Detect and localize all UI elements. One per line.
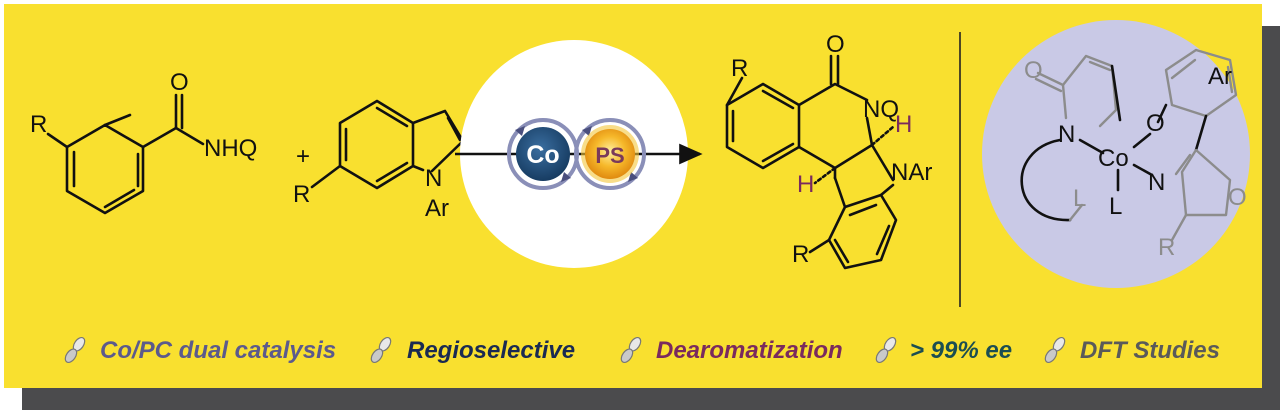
nhq-label: NHQ [204,135,257,162]
complex-ar-label: Ar [1208,63,1232,90]
benzamide-reactant: R O NHQ [30,69,257,215]
p-orbital-icon [62,334,88,366]
n-ar-label: Ar [425,195,449,222]
feature-regioselective: Regioselective [407,337,575,364]
indole-reactant: R N Ar [293,99,465,222]
complex-o2-label: O [1146,110,1165,137]
r-top-label: R [731,55,748,82]
co-catalyst-label: Co [526,141,559,169]
nar-label: NAr [891,159,932,186]
h-stereo-label: H [797,171,814,198]
co-center-label: Co [1098,145,1129,172]
feature-list: Co/PC dual catalysis Regioselective Dear… [62,334,1220,366]
carbonyl-o-label: O [170,69,189,96]
dearomatized-product: R O NQ H H NAr R [725,31,932,270]
complex-n-label: N [1058,121,1075,148]
h-stereo-label: H [895,111,912,138]
p-orbital-icon [618,334,644,366]
feature-dft: DFT Studies [1080,337,1220,364]
product-o-label: O [826,31,845,58]
r-label: R [30,111,47,138]
cobalt-catalyst-icon [516,127,570,181]
plus-sign: + [296,143,310,170]
p-orbital-icon [1042,334,1068,366]
feature-dearomatization: Dearomatization [656,337,843,364]
r-bottom-label: R [792,241,809,268]
oxazoline-o-label: O [1228,184,1247,211]
ps-label: PS [595,143,624,168]
dual-catalysis-badge: Co PS [455,40,703,268]
photosensitizer-sun-icon [585,129,635,179]
r-label: R [293,181,310,208]
p-orbital-icon [368,334,394,366]
ligand-l-label: L [1073,185,1086,212]
feature-ee: > 99% ee [910,337,1012,364]
complex-r-label: R [1158,234,1175,261]
feature-co-pc: Co/PC dual catalysis [100,337,336,364]
cobalt-complex-structure: O N Co Ar O N L L O R [982,20,1250,288]
complex-o-label: O [1024,57,1043,84]
p-orbital-icon [873,334,899,366]
complex-n2-label: N [1148,169,1165,196]
nq-label: NQ [863,96,899,123]
indole-n-label: N [425,165,442,192]
ligand-l-label: L [1109,193,1122,220]
